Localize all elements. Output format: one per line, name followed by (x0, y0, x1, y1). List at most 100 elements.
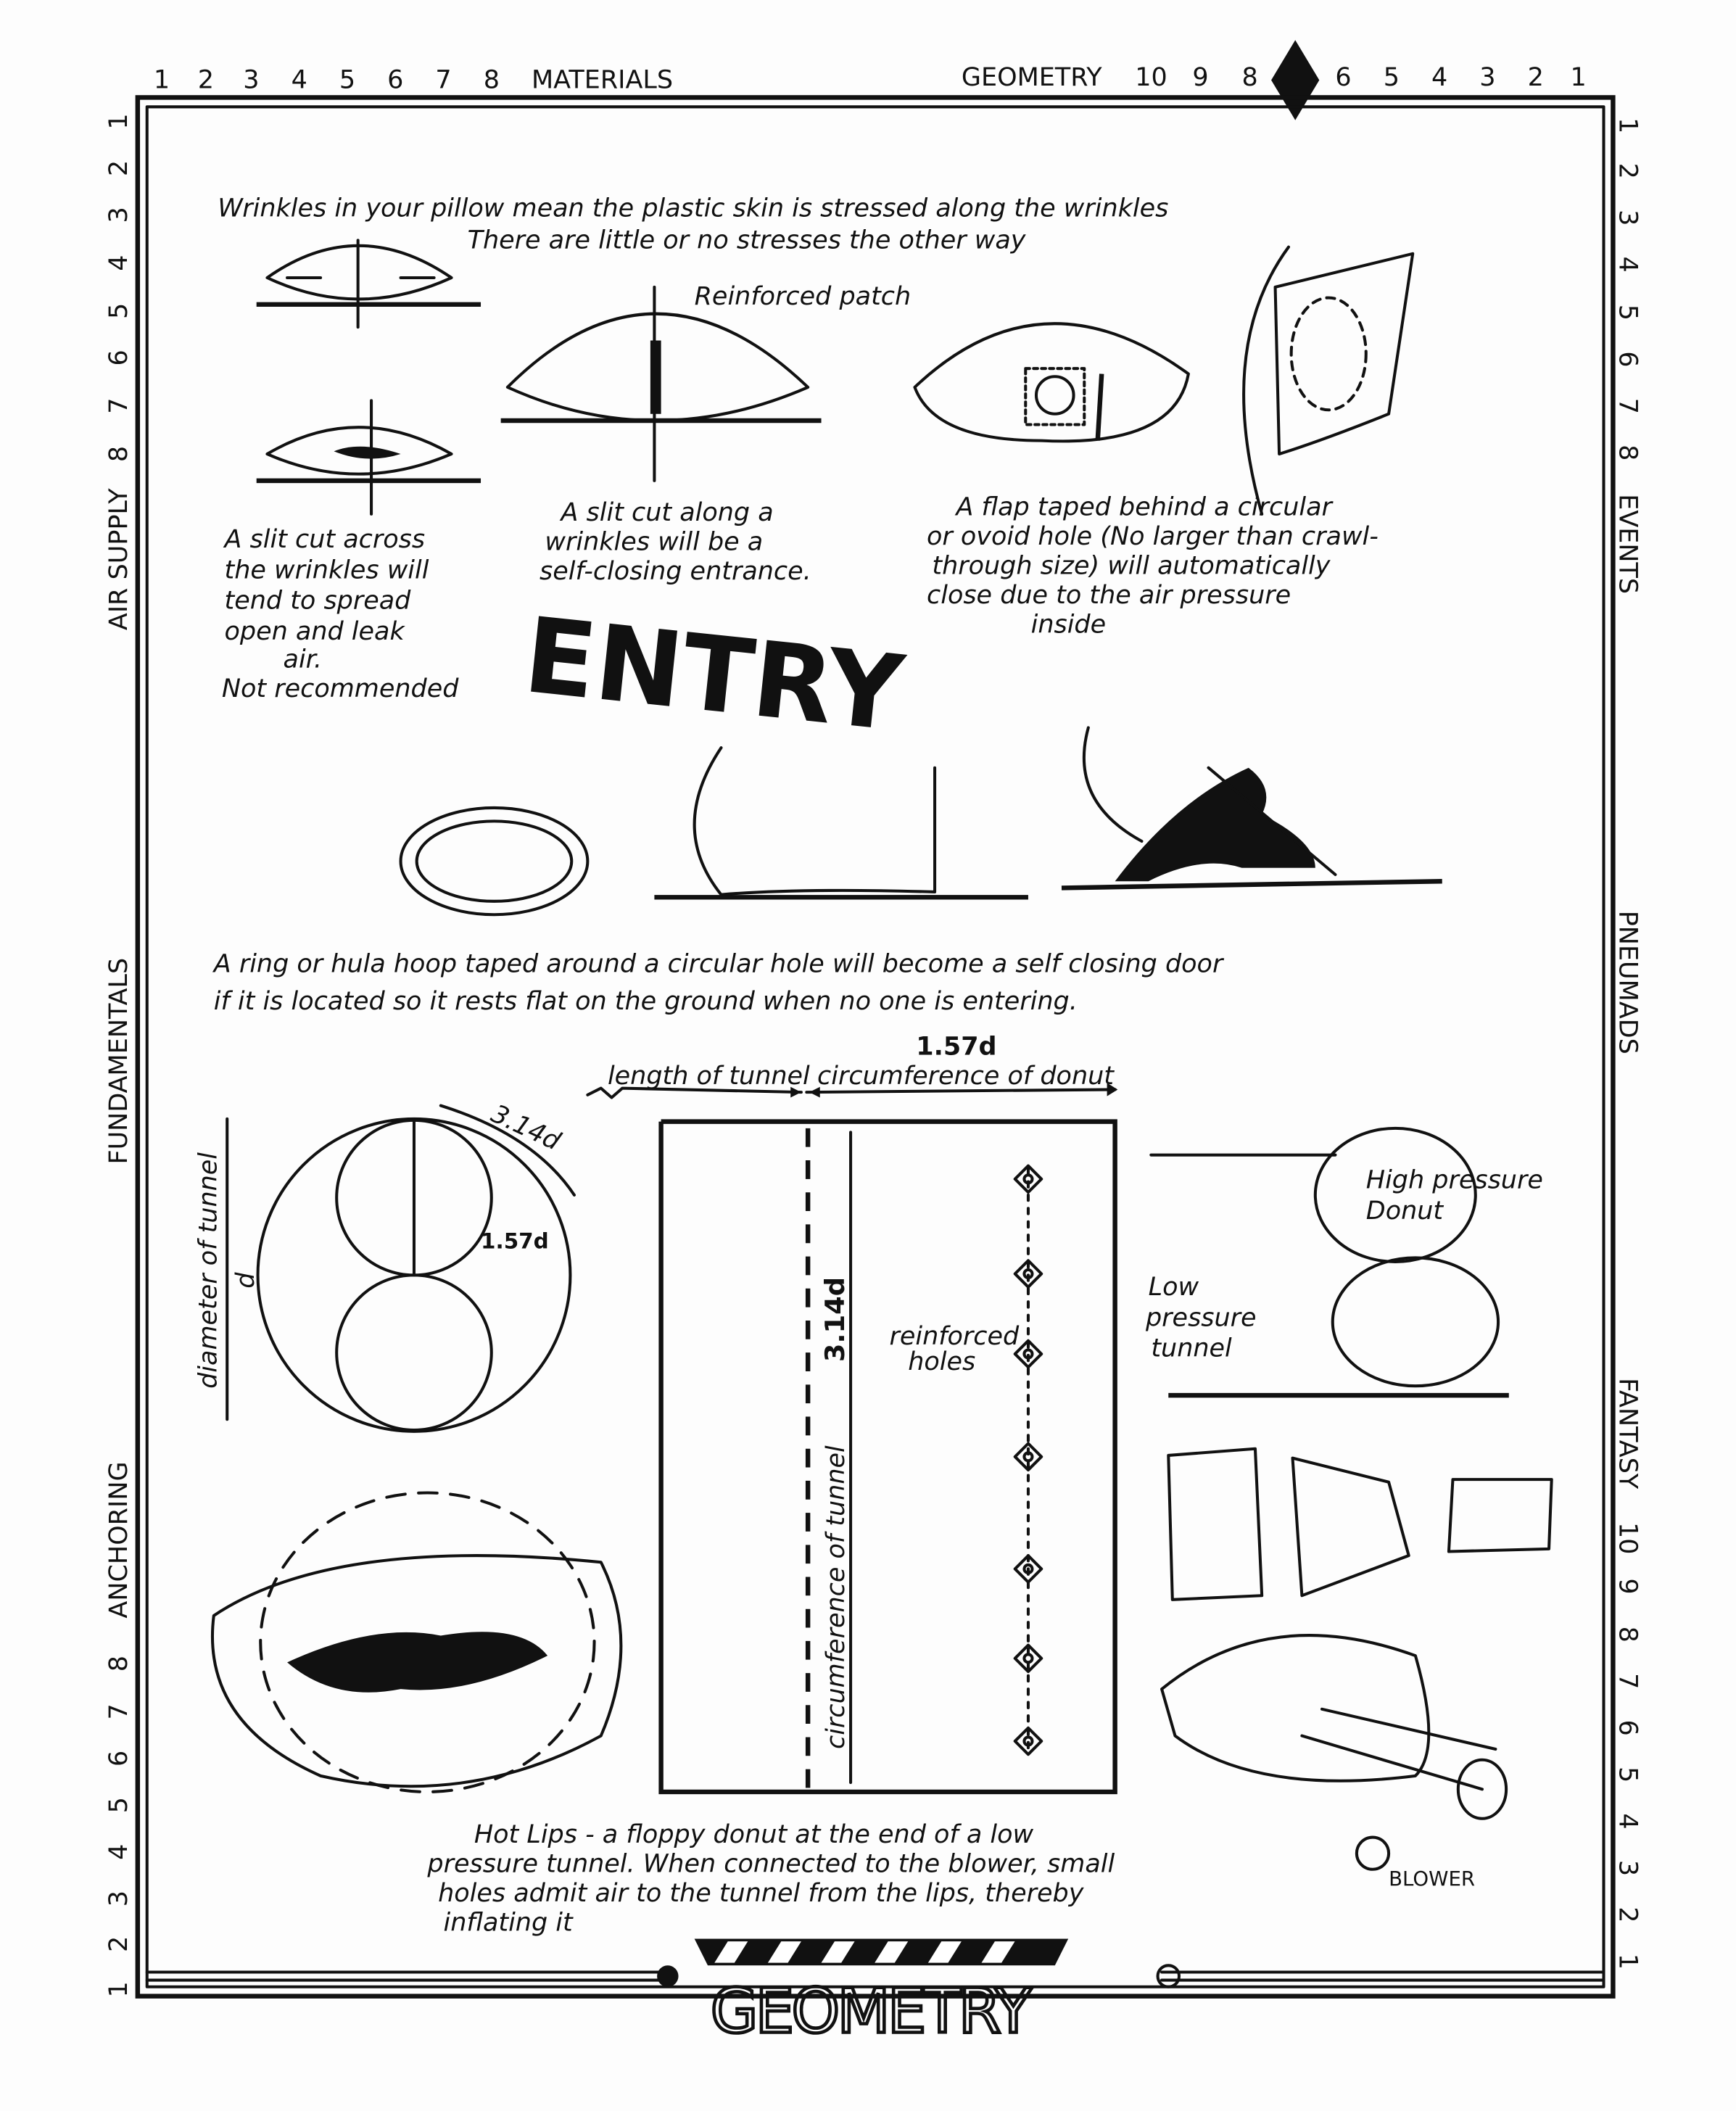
blower-label: BLOWER (1389, 1867, 1475, 1891)
slit-along-sketch (500, 285, 822, 482)
section-label-fantasy: FANTASY (1613, 1378, 1642, 1490)
index-number: 4 (1613, 1813, 1642, 1829)
tunnel-pattern-sheet (658, 1119, 1117, 1795)
index-number: 8 (1613, 445, 1642, 460)
index-number: 3 (1613, 1860, 1642, 1876)
index-number: 2 (1613, 163, 1642, 179)
section-label-materials: MATERIALS (532, 66, 673, 95)
index-number: 3 (243, 66, 259, 95)
index-number: 8 (1613, 1627, 1642, 1643)
blower-sketch (1160, 1634, 1508, 1871)
index-number: 8 (104, 1656, 133, 1672)
caption-line: air. (284, 645, 322, 674)
caption-line: Hot Lips - a floppy donut at the end of … (474, 1820, 1034, 1849)
slit-across-caption: A slit cut across the wrinkles will tend… (222, 525, 459, 703)
section-label-anchoring: ANCHORING (104, 1461, 133, 1618)
index-number: 10 (1135, 63, 1167, 92)
footer-geometry-logo: GEOMETRY (145, 1938, 1604, 2049)
tunnel-circumference-value: 3.14d (819, 1277, 851, 1362)
index-number: 9 (1613, 1578, 1642, 1594)
caption-line: Not recommended (222, 674, 459, 703)
index-number: 6 (104, 1751, 133, 1767)
flap-hole-sketch (913, 245, 1415, 516)
index-number: 8 (484, 66, 500, 95)
caption-line: A slit cut along a (560, 498, 774, 527)
index-number: 2 (1613, 1906, 1642, 1922)
index-number: 5 (1613, 1767, 1642, 1782)
index-number: 6 (1613, 351, 1642, 367)
length-of-tunnel-label: length of tunnel (608, 1062, 810, 1091)
intro-text-line: There are little or no stresses the othe… (468, 226, 1027, 255)
index-number: 2 (104, 1936, 133, 1952)
index-number: 4 (1431, 63, 1447, 92)
diameter-symbol: d (231, 1272, 260, 1289)
index-number: 9 (1192, 63, 1208, 92)
caption-line: tend to spread (225, 587, 412, 616)
reinforced-holes-label: reinforced (889, 1322, 1020, 1351)
index-number: 7 (435, 66, 451, 95)
slit-along-caption: A slit cut along a wrinkles will be a se… (540, 498, 811, 586)
index-number: 7 (104, 1703, 133, 1719)
index-number: 4 (292, 66, 307, 95)
right-margin-index: 1 2 3 4 5 6 7 8 EVENTS PNEUMADS FANTASY … (1613, 117, 1642, 1970)
caption-line: wrinkles will be a (545, 528, 763, 557)
hot-lips-caption: Hot Lips - a floppy donut at the end of … (426, 1820, 1115, 1938)
low-pressure-label: tunnel (1151, 1334, 1232, 1363)
section-label-air-supply: AIR SUPPLY (104, 488, 133, 630)
caption-line: A flap taped behind a circular (955, 493, 1334, 522)
caption-line: holes admit air to the tunnel from the l… (438, 1879, 1085, 1908)
index-number: 5 (1613, 305, 1642, 321)
index-number: 8 (104, 446, 133, 462)
index-number: 8 (1242, 63, 1258, 92)
hoop-sketches (399, 726, 1442, 917)
caption-line: pressure tunnel. When connected to the b… (426, 1849, 1115, 1878)
circumference-of-tunnel-label: circumference of tunnel (822, 1445, 851, 1749)
index-number: 3 (1613, 210, 1642, 226)
low-pressure-label: Low (1149, 1273, 1199, 1302)
index-number: 10 (1613, 1522, 1642, 1555)
footer-logo-text: GEOMETRY (711, 1975, 1033, 2046)
index-number: 3 (104, 1891, 133, 1906)
caption-line: self-closing entrance. (540, 557, 811, 586)
index-number: 6 (1335, 63, 1351, 92)
index-number: 1 (1613, 1954, 1642, 1970)
index-number: 4 (104, 255, 133, 271)
index-number: 1 (1570, 63, 1586, 92)
caption-line: inside (1031, 611, 1107, 640)
index-number: 7 (104, 398, 133, 414)
high-pressure-label: Donut (1366, 1197, 1444, 1226)
index-number: 2 (1528, 63, 1544, 92)
caption-line: or ovoid hole (No larger than crawl- (927, 522, 1379, 551)
index-number: 1 (104, 1981, 133, 1997)
index-number: 6 (1613, 1720, 1642, 1736)
index-number: 2 (198, 66, 214, 95)
caption-line: inflating it (443, 1908, 574, 1937)
reinforced-holes-label: holes (908, 1347, 975, 1376)
pillow-wrinkle-sketch (256, 239, 481, 516)
tube-fold-sketches (1167, 1447, 1553, 1601)
index-number: 4 (1613, 257, 1642, 273)
flap-caption: A flap taped behind a circular or ovoid … (927, 493, 1379, 640)
donut-cross-section-diagram (226, 1104, 576, 1433)
caption-line: open and leak (225, 617, 406, 646)
caption-line: through size) will automatically (932, 552, 1331, 581)
reinforced-hole-markers (1013, 1164, 1043, 1756)
index-number: 6 (387, 66, 403, 95)
intro-text-line: Wrinkles in your pillow mean the plastic… (218, 194, 1168, 223)
index-number: 4 (104, 1844, 133, 1860)
diameter-of-tunnel-label: diameter of tunnel (194, 1152, 223, 1389)
page-title: ENTRY (518, 595, 910, 755)
index-number: 1 (1613, 117, 1642, 133)
index-number: 1 (104, 113, 133, 129)
arc-length-label: 3.14d (487, 1099, 565, 1157)
section-label-fundamentals: FUNDAMENTALS (104, 958, 133, 1165)
index-number: 6 (104, 350, 133, 365)
section-label-pneumads: PNEUMADS (1613, 911, 1642, 1054)
index-number: 1 (154, 66, 170, 95)
left-margin-index: 1 2 3 4 5 6 7 8 AIR SUPPLY FUNDAMENTALS … (104, 113, 133, 1997)
caption-line: close due to the air pressure (927, 581, 1291, 610)
section-label-geometry: GEOMETRY (962, 63, 1102, 92)
donut-circumference-value: 1.57d (916, 1033, 996, 1062)
